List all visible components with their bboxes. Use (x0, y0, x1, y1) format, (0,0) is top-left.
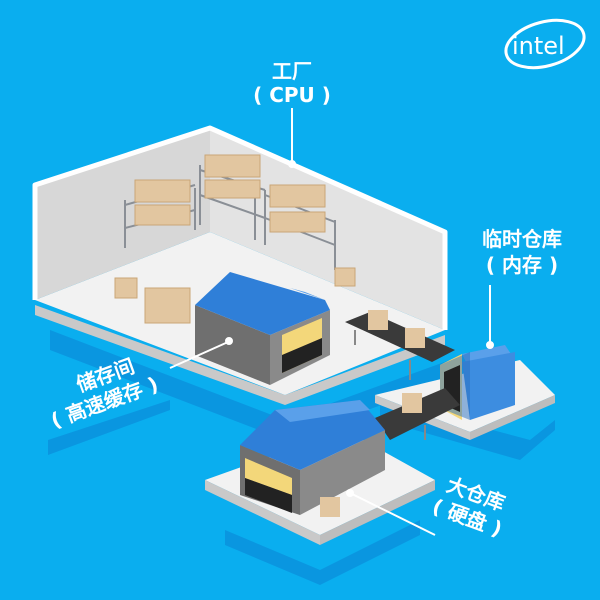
boxes (114, 154, 356, 324)
factory-title: 工厂 (272, 59, 312, 83)
memory-subtitle: ( 内存 ) (486, 253, 558, 277)
label-memory: 临时仓库 ( 内存 ) (482, 227, 562, 277)
leader-lines (169, 108, 494, 536)
label-disk: 大仓库 ( 硬盘 ) (429, 472, 508, 541)
factory-subtitle: ( CPU ) (253, 83, 331, 107)
intel-logo: intel (504, 18, 586, 70)
memory-title: 临时仓库 (482, 227, 562, 251)
conveyor-cache-to-memory (345, 310, 455, 380)
svg-text:intel: intel (512, 32, 565, 60)
conveyor-memory-to-disk (375, 388, 460, 440)
label-factory: 工厂 ( CPU ) (253, 59, 331, 107)
cache-warehouse (195, 272, 330, 385)
disk-warehouse (205, 400, 435, 545)
